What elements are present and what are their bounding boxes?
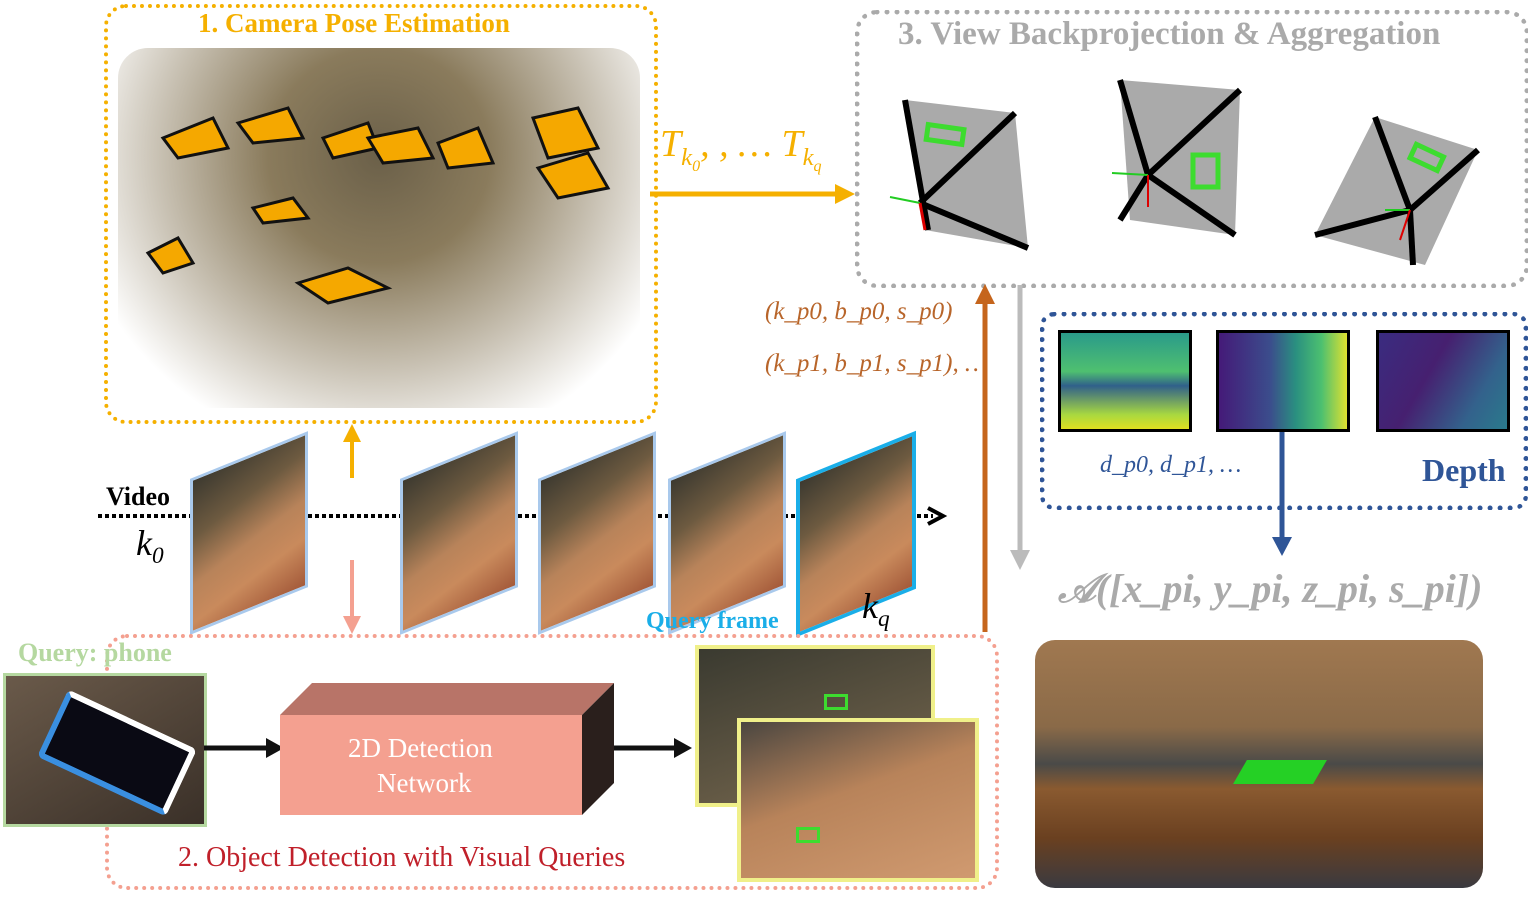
start-frame-label: k0	[136, 523, 164, 570]
video-label: Video	[106, 482, 171, 511]
depth-arrow	[1272, 432, 1292, 556]
video-timeline	[98, 506, 948, 526]
detection-output-frame-2	[737, 718, 979, 882]
camera-view-3	[1314, 115, 1480, 266]
end-frame-label: kq	[862, 586, 890, 633]
reconstructed-scene-image	[1035, 640, 1483, 888]
detection-network-block	[280, 683, 614, 815]
detections-label-line1: (k_p0, b_p0, s_p0)	[765, 298, 953, 325]
video-frame	[668, 431, 786, 635]
depth-map-2	[1216, 330, 1350, 432]
depth-map-1	[1058, 330, 1192, 432]
query-frame-label: Query frame	[646, 608, 779, 634]
query-frame-kq	[796, 430, 916, 638]
depth-title: Depth	[1422, 452, 1506, 488]
query-phone-image	[3, 673, 207, 827]
query-label: Query: phone	[18, 638, 172, 667]
view-backprojection-box	[855, 10, 1528, 288]
backprojection-views	[889, 79, 1480, 266]
poses-label: Tk0, , … Tkq	[660, 123, 822, 175]
vertical-arrows	[975, 284, 1030, 632]
detection-bbox	[796, 827, 820, 843]
poses-arrow	[650, 184, 855, 204]
aggregation-formula: 𝒜([x_pi, y_pi, z_pi, s_pi])	[1058, 566, 1483, 611]
depth-values-label: d_p0, d_p1, …	[1100, 452, 1242, 478]
detections-label-line2: (k_p1, b_p1, s_p1), …	[765, 350, 988, 377]
camera-pose-estimation-box	[104, 4, 658, 424]
point-cloud-image	[118, 48, 640, 408]
network-label-line1: 2D Detection	[348, 733, 493, 763]
section2-title: 2. Object Detection with Visual Queries	[178, 842, 626, 873]
camera-view-2	[1111, 79, 1243, 238]
query-to-network-arrow	[204, 738, 284, 758]
section1-title: 1. Camera Pose Estimation	[198, 8, 510, 38]
network-to-output-arrow	[614, 738, 692, 758]
branch-arrows	[343, 424, 361, 634]
video-frame	[400, 431, 518, 635]
section3-title: 3. View Backprojection & Aggregation	[898, 16, 1441, 52]
detected-object-box	[1233, 760, 1327, 784]
video-frame	[538, 431, 656, 635]
network-label-line2: Network	[377, 768, 472, 798]
phone	[37, 689, 197, 817]
camera-view-1	[889, 99, 1030, 251]
depth-map-3	[1376, 330, 1510, 432]
video-frame-k0	[190, 431, 308, 635]
camera-frustums	[145, 106, 611, 305]
detection-bbox	[824, 694, 848, 710]
